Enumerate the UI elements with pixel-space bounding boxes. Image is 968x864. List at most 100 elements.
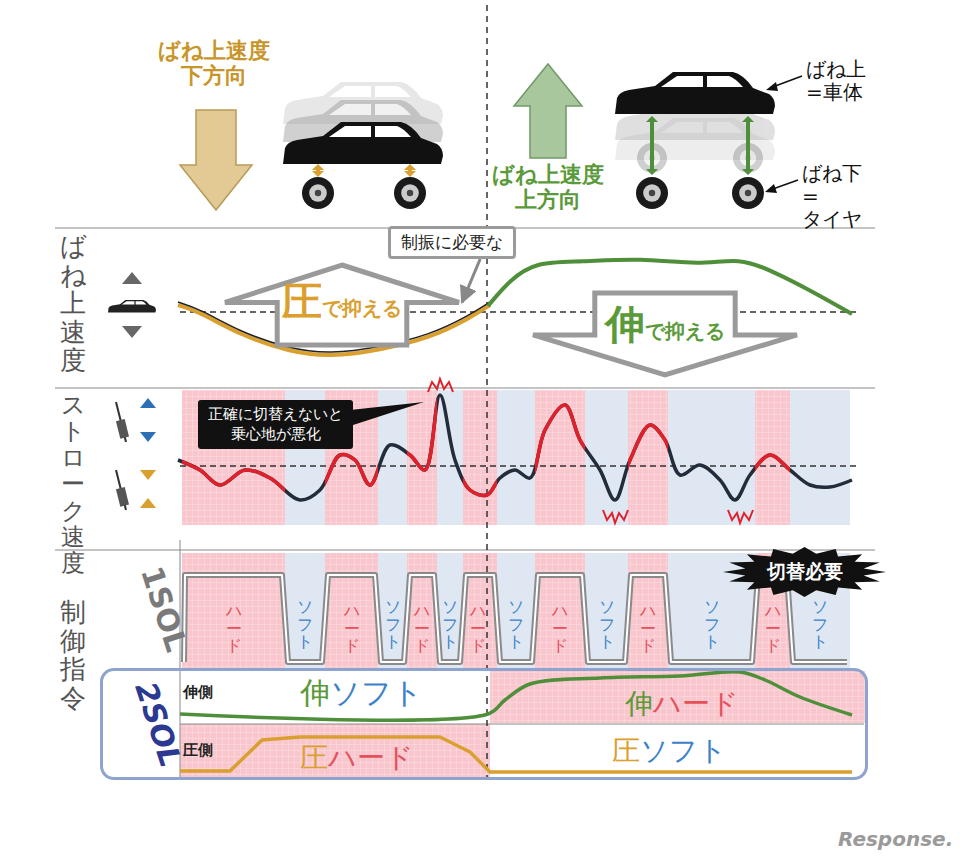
state-label: ハード: [640, 602, 656, 655]
hard-band: [535, 553, 585, 668]
row-label: 制御指令: [60, 598, 86, 712]
leader-head: [765, 184, 777, 193]
row-down-arrow: [140, 470, 156, 480]
state-label: ハード: [470, 602, 486, 655]
tyre-hub: [315, 190, 321, 196]
suspension-arrow: [312, 164, 324, 170]
row-label: ストローク速度: [61, 392, 85, 577]
tyre: [636, 177, 668, 209]
soft-band: [497, 553, 535, 668]
state-label: ハード: [226, 602, 242, 655]
row-separator: [180, 724, 864, 725]
shock-body: [116, 419, 129, 439]
row-up-arrow: [140, 398, 156, 408]
starburst-callout: 切替必要: [722, 546, 887, 598]
car-body: [615, 72, 775, 114]
car-window: [375, 104, 411, 115]
hard-band: [628, 390, 668, 525]
suspension-arrow: [746, 121, 750, 170]
row-label: 圧側: [183, 742, 213, 759]
spark-mark: [603, 510, 628, 523]
state-label: ソフト: [599, 598, 615, 651]
state-label: ハード: [552, 602, 568, 655]
node-shape: [225, 265, 459, 345]
suspension-arrow: [742, 116, 754, 122]
hard-band: [755, 390, 790, 525]
shock-body: [116, 487, 129, 507]
note-text: 制振に必要な: [401, 231, 503, 254]
row-car-icon: [108, 300, 156, 313]
up-arrow: [514, 64, 582, 158]
command-label: 伸ハード: [625, 688, 739, 720]
callout-text: 正確に切替えないと 乗心地が悪化: [208, 405, 343, 444]
direction-label: ばね上速度 下方向: [158, 38, 270, 89]
row-label: ばね上速度: [60, 232, 86, 375]
part-label: ばね下 =タイヤ: [802, 162, 862, 231]
state-label: ハード: [414, 602, 430, 655]
state-label: ソフト: [508, 598, 524, 651]
note-box: 制振に必要な: [388, 226, 516, 259]
tyre-outer: [636, 177, 668, 209]
car-body: [283, 122, 443, 164]
tyre: [302, 177, 334, 209]
row-down-arrow: [140, 432, 156, 442]
car-window: [329, 104, 371, 115]
node-shape: [533, 293, 797, 375]
state-label: ハード: [344, 602, 360, 655]
connector-arrow: [462, 259, 480, 302]
compression-command-line: [180, 737, 852, 772]
part-label: ばね上 =車体: [806, 58, 866, 104]
state-label: ハード: [765, 602, 781, 655]
car-window: [136, 301, 147, 304]
soft-band: [497, 390, 535, 525]
soft-band: [668, 390, 755, 525]
warning-callout: 正確に切替えないと 乗心地が悪化: [198, 400, 353, 449]
tyre-hub: [745, 190, 751, 196]
car-illustration: [283, 122, 443, 164]
car-window: [661, 76, 703, 87]
hard-band: [490, 671, 865, 723]
soft-band: [437, 390, 463, 525]
damping-arrow: 圧で抑える: [222, 262, 462, 348]
car-window: [375, 126, 411, 137]
state-label: ソフト: [442, 598, 458, 651]
soft-band: [285, 553, 325, 668]
suspension-arrow: [312, 171, 324, 177]
tyre-outer: [732, 177, 764, 209]
control-panel: 2SOL: [100, 668, 868, 780]
hard-band: [325, 553, 378, 668]
callout-tail: [350, 402, 424, 426]
direction-label: ばね上速度 上方向: [492, 162, 604, 213]
suspension-arrow: [650, 121, 654, 170]
command-label: 圧ハード: [300, 742, 414, 774]
car-body: [108, 300, 156, 313]
tyre: [732, 177, 764, 209]
tyre-outer: [394, 177, 426, 209]
stroke-velocity-curve-hard: [178, 395, 852, 500]
state-label: ソフト: [385, 598, 401, 651]
tyre-hub: [649, 190, 655, 196]
1sol-command-line: [184, 575, 847, 662]
tyre: [394, 177, 426, 209]
tyre-rim: [309, 184, 327, 202]
car-illustration: [615, 72, 775, 114]
hard-band: [628, 553, 668, 668]
car-window: [122, 301, 135, 304]
divider-line: [486, 5, 488, 780]
row-up-arrow: [140, 498, 156, 508]
down-arrow: [180, 110, 252, 210]
car-window: [707, 76, 743, 87]
row-up-arrow: [122, 272, 142, 284]
hard-band: [463, 390, 497, 525]
hard-band: [182, 553, 285, 668]
row-label: 伸側: [183, 684, 213, 701]
state-label: ソフト: [704, 598, 720, 651]
command-label: 圧ソフト: [612, 735, 727, 767]
command-label: 伸ソフト: [300, 676, 423, 711]
extension-command-line: [180, 672, 852, 721]
suspension-arrow: [646, 169, 658, 175]
state-label: ソフト: [297, 598, 313, 651]
hard-band: [535, 390, 585, 525]
tyre-outer: [302, 177, 334, 209]
damping-arrow: 伸で抑える: [530, 290, 800, 378]
